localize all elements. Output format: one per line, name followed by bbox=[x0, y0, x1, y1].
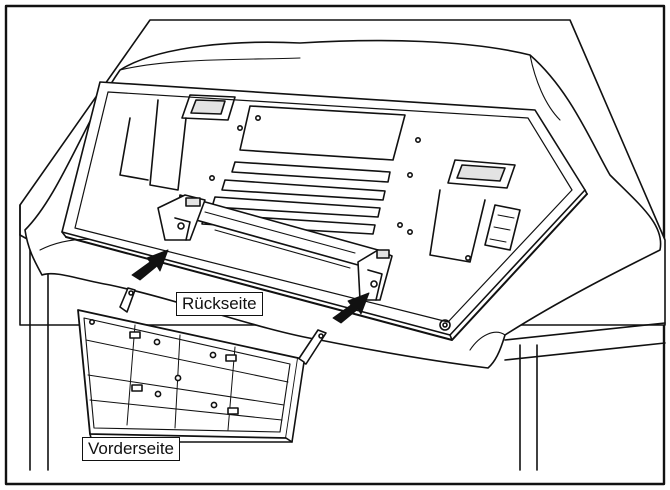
mount-socket-right bbox=[357, 249, 393, 301]
stand-bracket bbox=[77, 287, 327, 443]
rear-side-label: Rückseite bbox=[176, 292, 263, 316]
front-side-label: Vorderseite bbox=[82, 437, 180, 461]
insert-arrow-right bbox=[332, 292, 370, 324]
insert-arrow-left bbox=[131, 249, 169, 281]
tv-panel-rear bbox=[61, 81, 588, 341]
mount-socket-left bbox=[157, 194, 206, 241]
